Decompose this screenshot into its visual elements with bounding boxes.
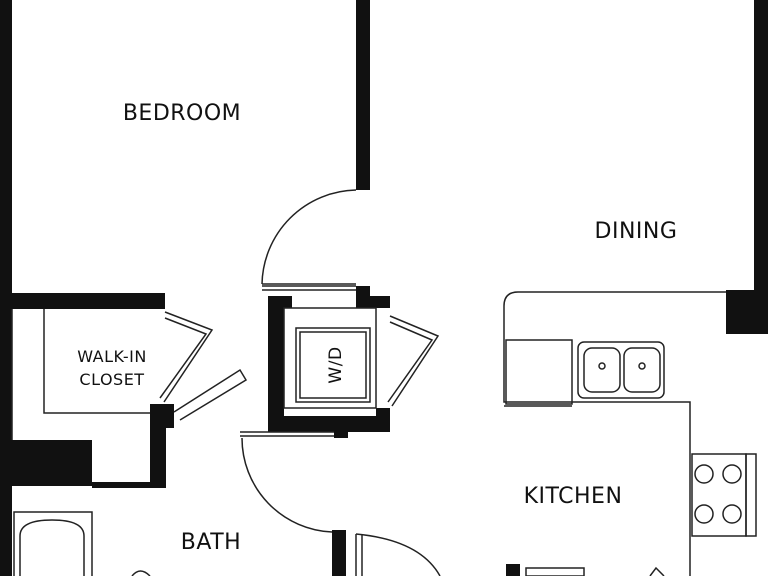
wall-closet-jamb [160,404,174,428]
label-kitchen: KITCHEN [524,484,623,509]
wd-unit [295,327,371,403]
wall-bath-right [332,530,346,576]
wall-bath-top-thin [92,482,166,488]
burner-2 [722,464,742,484]
sink-bowl-right [623,347,661,393]
wall-wd-left [268,296,284,416]
burner-1 [694,464,714,484]
wd-unit-inner [299,331,367,399]
wd-enclosure-inner [283,307,377,409]
sink-drain-right [638,362,646,370]
label-washer-dryer: W/D [326,346,346,383]
kitchen-counter [503,291,726,576]
label-bedroom: BEDROOM [123,101,241,126]
door-bedroom-swing [261,189,357,285]
wall-wd-bottom [268,416,388,432]
fixtures [13,327,757,576]
label-dining: DINING [595,219,678,244]
wall-bath-top [0,440,92,486]
closet-inner-outline [43,309,150,414]
sink-outer [577,341,665,399]
kitchen-bottom-counter [525,567,585,576]
door-right-partial [649,566,665,576]
wall-bedroom-right [356,0,370,190]
label-bath: BATH [181,530,241,555]
door-bath-swing [241,437,333,533]
thin-lines [11,285,726,576]
bathtub-outer [13,511,93,576]
wall-wd-top-right2 [356,296,390,308]
label-walk-in: WALK-IN [77,347,147,366]
doors [159,189,665,576]
burner-3 [694,504,714,524]
bathtub-inner [19,519,85,576]
wall-pillar-right [726,290,768,334]
wall-bedroom-bottom [0,293,165,309]
wall-kitchen-jamb [506,564,520,576]
door-kitchen-swing [355,533,441,576]
burner-4 [722,504,742,524]
door-closet-bottom [173,368,248,421]
door-closet-top [163,311,214,403]
wall-wd-top-right [356,286,370,296]
door-closet-top-2 [159,317,208,399]
sink-bowl-left [583,347,621,393]
wall-wd-top [268,296,292,308]
wall-wd-bottom-stub [334,428,348,438]
stove-panel [745,453,757,537]
door-wd-top [389,315,440,407]
wall-left-exterior [0,0,12,576]
label-closet: CLOSET [79,370,144,389]
room-labels: BEDROOM DINING WALK-IN CLOSET W/D KITCHE… [77,101,677,555]
sink-drain-left [598,362,606,370]
wall-dining-right [754,0,768,292]
door-wd-top-2 [387,321,434,403]
bath-toilet-partial [131,570,151,576]
dishwasher [505,339,573,405]
